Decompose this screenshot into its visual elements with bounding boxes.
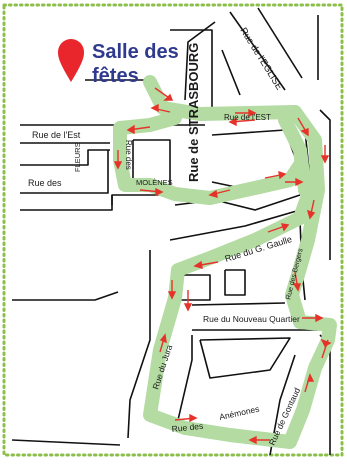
route-band: [113, 75, 337, 449]
title-line-2: fêtes: [92, 65, 139, 87]
arrow-icon: [208, 189, 231, 198]
street-label-anemones-b: Anémones: [218, 404, 260, 422]
street-line: [20, 150, 109, 194]
arrow-icon: [159, 333, 167, 353]
street-line: [257, 7, 303, 79]
arrow-icon: [297, 117, 309, 137]
street-label-est-upper: Rue de l'EST: [224, 113, 271, 122]
street-label-est-left: Rue de l'Est: [32, 130, 81, 140]
arrow-icon: [113, 150, 123, 170]
map-frame: [2, 3, 344, 457]
street-line: [20, 149, 110, 166]
street-label-fleurs-b: FLEURS: [73, 142, 82, 172]
route-arrows: [113, 87, 332, 445]
map-pin-icon: [58, 39, 84, 82]
arrow-icon: [150, 103, 171, 113]
arrow-icon: [292, 271, 301, 292]
arrow-icon: [139, 187, 164, 197]
street-line: [199, 337, 291, 379]
street-label-eglise: Rue de l'EGLISE: [237, 26, 284, 92]
arrow-icon: [267, 223, 290, 233]
arrow-icon: [228, 117, 256, 127]
street-label-molenes-b: MOLÈNES: [136, 178, 173, 187]
route-loop: [278, 113, 312, 197]
arrow-icon: [320, 338, 332, 359]
arrow-icon: [193, 260, 219, 269]
street-line: [169, 209, 301, 241]
street-label-molenes-a: Rue des: [124, 140, 133, 170]
arrow-icon: [306, 199, 316, 220]
arrow-icon: [154, 87, 174, 101]
street-label-nouveau-quartier: Rue du Nouveau Quartier: [203, 314, 300, 324]
arrow-icon: [302, 313, 324, 323]
title-line-1: Salle des: [92, 41, 179, 63]
route: [113, 75, 337, 449]
arrow-icon: [285, 177, 304, 187]
street-line: [127, 250, 151, 439]
street-line: [191, 302, 286, 306]
street-line: [11, 439, 121, 446]
street-line: [20, 194, 170, 211]
street-label-fleurs-a: Rue des: [28, 178, 62, 188]
street-label-anemones-a: Rue des: [171, 421, 204, 434]
street-label-strasbourg: Rue de STRASBOURG: [186, 43, 201, 182]
arrow-icon: [304, 373, 315, 393]
arrow-icon: [248, 435, 270, 445]
arrow-icon: [264, 170, 287, 180]
arrow-icon: [174, 413, 198, 423]
arrow-icon: [235, 108, 257, 118]
street-line: [229, 11, 286, 91]
arrow-icon: [167, 280, 177, 300]
arrow-icon: [183, 290, 193, 312]
street-line: [177, 335, 193, 421]
street-line: [170, 29, 213, 110]
street-line: [319, 109, 331, 260]
arrow-icon: [320, 145, 330, 164]
street-line: [221, 49, 241, 96]
street-line: [224, 269, 246, 296]
arrow-icon: [126, 124, 151, 135]
street-line: [184, 21, 216, 101]
street-line: [12, 291, 119, 301]
